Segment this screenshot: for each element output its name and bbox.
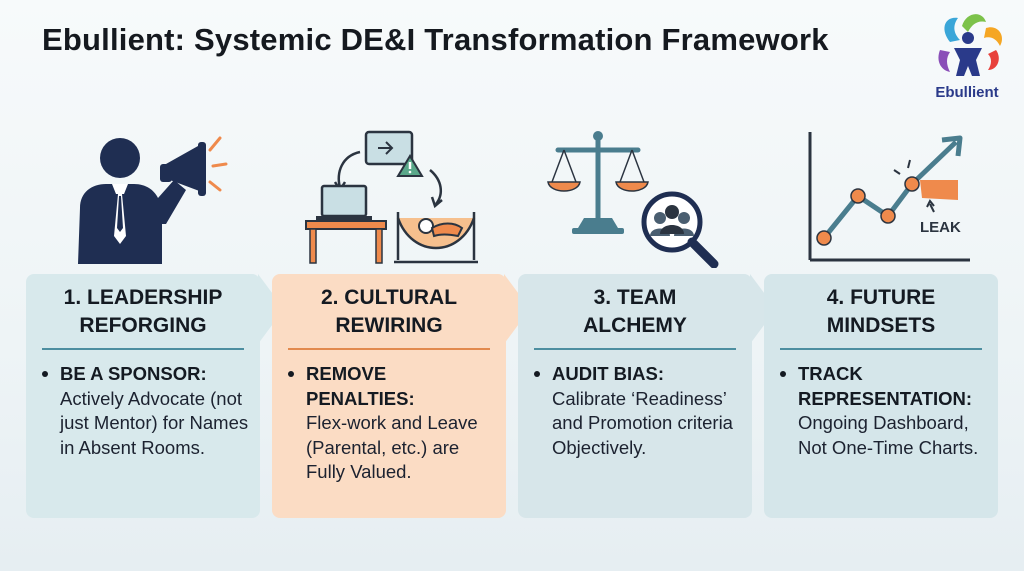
- card-heading-line2: REWIRING: [335, 314, 443, 337]
- balance-scale-magnifier-icon: [547, 131, 719, 268]
- card-heading: 2. CULTURAL REWIRING: [272, 284, 506, 340]
- card-divider: [780, 348, 982, 350]
- card-text: Actively Advocate (not just Mentor) for …: [60, 387, 249, 458]
- ebullient-logo: Ebullient: [922, 8, 1012, 104]
- logo-text: Ebullient: [935, 84, 999, 101]
- card-heading: 1. LEADERSHIP REFORGING: [26, 284, 260, 340]
- card-team-alchemy: 3. TEAM ALCHEMY AUDIT BIAS: Calibrate ‘R…: [518, 274, 752, 518]
- chevron-arrow-icon: [750, 274, 776, 344]
- card-body: TRACK REPRESENTATION: Ongoing Dashboard,…: [798, 362, 994, 460]
- card-text: Ongoing Dashboard, Not One-Time Charts.: [798, 412, 979, 458]
- card-body: REMOVE PENALTIES: Flex-work and Leave (P…: [306, 362, 498, 485]
- card-heading-line2: ALCHEMY: [583, 314, 687, 337]
- bullet-icon: [288, 371, 294, 377]
- card-cultural-rewiring: 2. CULTURAL REWIRING REMOVE PENALTIES: F…: [272, 274, 506, 518]
- card-heading: 4. FUTURE MINDSETS: [764, 284, 998, 340]
- card-heading-line1: 4. FUTURE: [826, 286, 936, 309]
- card-heading-line1: 3. TEAM: [593, 286, 677, 309]
- card-divider: [288, 348, 490, 350]
- megaphone-speaker-icon: [78, 136, 228, 264]
- card-heading-line1: 2. CULTURAL: [320, 286, 458, 309]
- card-heading-line2: REFORGING: [79, 314, 207, 337]
- card-heading-line1: 1. LEADERSHIP: [63, 286, 223, 309]
- card-leadership-reforging: 1. LEADERSHIP REFORGING BE A SPONSOR: Ac…: [26, 274, 260, 518]
- card-bold-label: AUDIT BIAS:: [552, 363, 665, 384]
- chevron-arrow-icon: [258, 274, 284, 344]
- card-body: AUDIT BIAS: Calibrate ‘Readiness’ and Pr…: [552, 362, 744, 460]
- card-text: Flex-work and Leave (Parental, etc.) are…: [306, 412, 478, 482]
- leak-label: LEAK: [920, 219, 961, 236]
- chevron-arrow-icon: [504, 274, 530, 344]
- bullet-icon: [42, 371, 48, 377]
- card-bold-label: TRACK REPRESENTATION:: [798, 363, 973, 409]
- trend-chart-leak-icon: LEAK: [808, 132, 970, 262]
- card-heading-line2: MINDSETS: [826, 314, 936, 337]
- card-text: Calibrate ‘Readiness’ and Promotion crit…: [552, 387, 733, 458]
- card-bold-label: BE A SPONSOR:: [60, 363, 207, 384]
- card-divider: [42, 348, 244, 350]
- card-bold-label: REMOVE PENALTIES:: [306, 363, 415, 409]
- bullet-icon: [534, 371, 540, 377]
- bullet-icon: [780, 371, 786, 377]
- card-heading: 3. TEAM ALCHEMY: [518, 284, 752, 340]
- people-cluster-logo-icon: [938, 14, 1003, 76]
- card-divider: [534, 348, 736, 350]
- card-body: BE A SPONSOR: Actively Advocate (not jus…: [60, 362, 252, 460]
- flex-work-leave-icon: [305, 130, 478, 264]
- card-future-mindsets: 4. FUTURE MINDSETS TRACK REPRESENTATION:…: [764, 274, 998, 518]
- page-title: Ebullient: Systemic DE&I Transformation …: [42, 22, 829, 57]
